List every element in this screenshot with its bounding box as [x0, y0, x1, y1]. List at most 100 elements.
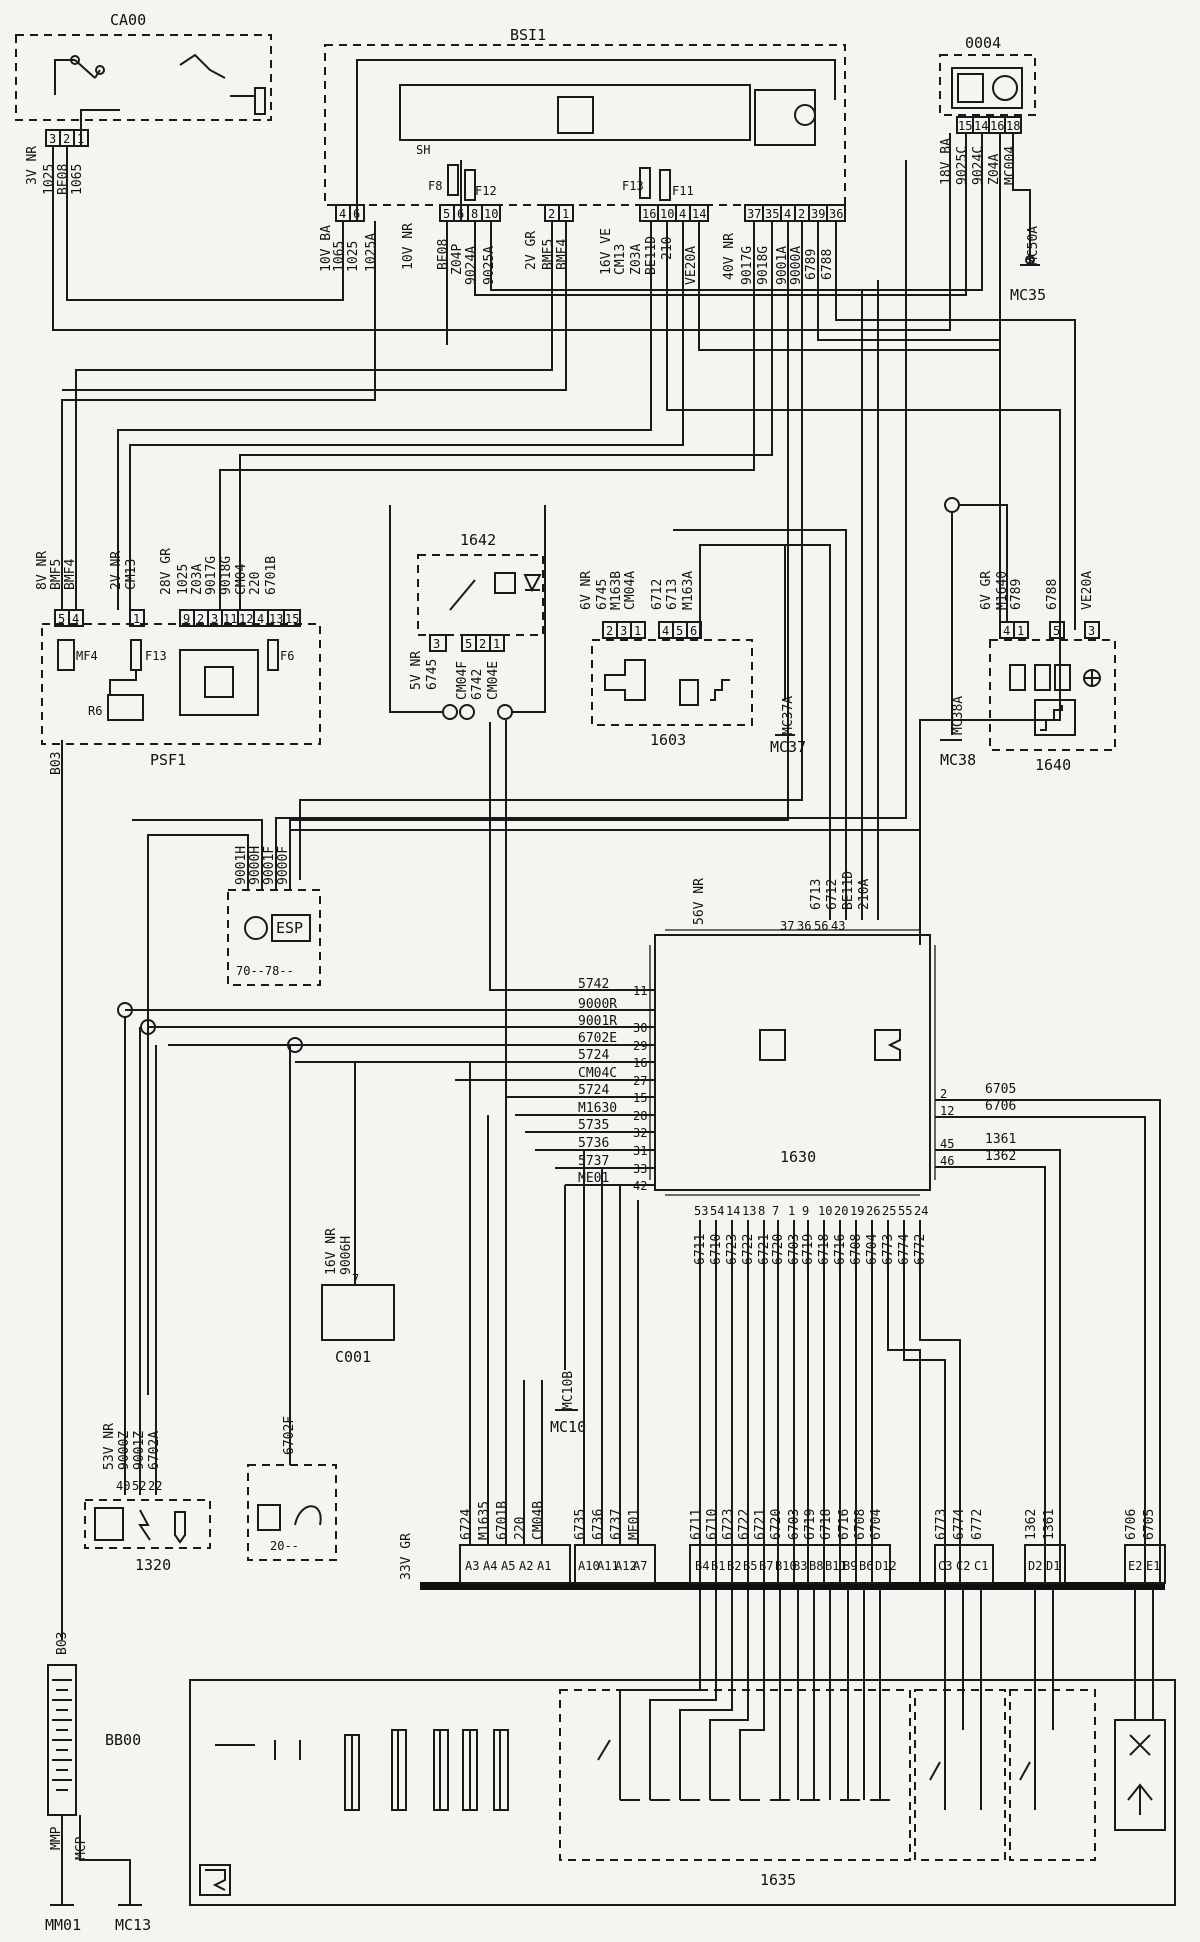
psf1-box: [41, 623, 321, 745]
svg-text:4: 4: [784, 207, 791, 221]
svg-text:CM04E: CM04E: [486, 661, 501, 700]
svg-text:MC37A: MC37A: [781, 696, 796, 735]
svg-text:E2: E2: [1128, 1559, 1142, 1573]
svg-text:B6: B6: [859, 1559, 873, 1573]
svg-text:6708: 6708: [853, 1509, 868, 1540]
svg-text:3: 3: [620, 624, 627, 638]
c1635-conn-d: D2 D1 1362 1361: [1024, 1509, 1066, 1584]
svg-text:53V NR: 53V NR: [102, 1423, 117, 1470]
svg-text:210A: 210A: [857, 879, 872, 910]
svg-text:33V GR: 33V GR: [399, 1533, 414, 1580]
svg-text:5: 5: [58, 612, 65, 626]
psf1-label: PSF1: [150, 751, 186, 769]
svg-text:16: 16: [633, 1056, 647, 1070]
svg-text:6701B: 6701B: [495, 1501, 510, 1540]
psf-relay-icon: [107, 694, 144, 721]
svg-text:B03: B03: [49, 752, 64, 775]
svg-text:36: 36: [829, 207, 843, 221]
svg-text:6742: 6742: [470, 669, 485, 700]
svg-text:37: 37: [747, 207, 761, 221]
svg-text:A2: A2: [519, 1559, 533, 1573]
svg-text:6745: 6745: [425, 659, 440, 690]
svg-text:3: 3: [1088, 624, 1095, 638]
svg-text:5: 5: [1053, 624, 1060, 638]
mc10-label: MC10: [550, 1418, 586, 1436]
c1635-wires-down: [619, 1590, 1154, 1810]
svg-text:6788: 6788: [820, 249, 835, 280]
svg-text:37: 37: [780, 919, 794, 933]
svg-text:53: 53: [694, 1204, 708, 1218]
svg-text:6713: 6713: [665, 579, 680, 610]
svg-text:6721: 6721: [753, 1509, 768, 1540]
svg-text:2: 2: [940, 1087, 947, 1101]
svg-text:20: 20: [834, 1204, 848, 1218]
svg-text:6789: 6789: [1009, 579, 1024, 610]
svg-text:BMF4: BMF4: [63, 559, 78, 590]
svg-text:9001R: 9001R: [578, 1014, 617, 1029]
svg-text:8: 8: [758, 1204, 765, 1218]
svg-text:VE20A: VE20A: [684, 246, 699, 285]
svg-text:14: 14: [692, 207, 706, 221]
svg-text:D12: D12: [875, 1559, 897, 1573]
svg-text:9: 9: [183, 612, 190, 626]
relay-switch-icon: [449, 579, 476, 611]
svg-text:6745: 6745: [595, 579, 610, 610]
svg-text:1025A: 1025A: [364, 233, 379, 272]
staircase-icon: [710, 679, 730, 701]
svg-text:1: 1: [1017, 624, 1024, 638]
svg-text:6706: 6706: [1124, 1509, 1139, 1540]
r1642-pins: 3 5 2 1: [429, 634, 505, 652]
svg-text:9001F: 9001F: [262, 846, 277, 885]
svg-text:A3: A3: [465, 1559, 479, 1573]
c1630-right-wires: [935, 1099, 1161, 1585]
svg-text:6704: 6704: [869, 1509, 884, 1540]
svg-text:9025C: 9025C: [955, 146, 970, 185]
svg-text:16V VE: 16V VE: [599, 228, 614, 275]
svg-text:1025: 1025: [346, 241, 361, 272]
svg-text:C3: C3: [938, 1559, 952, 1573]
diode-icon: [523, 574, 542, 593]
svg-text:10V NR: 10V NR: [401, 223, 416, 270]
svg-text:E1: E1: [1146, 1559, 1160, 1573]
svg-text:1361: 1361: [1042, 1509, 1057, 1540]
svg-text:M163A: M163A: [681, 571, 696, 610]
svg-text:3: 3: [211, 612, 218, 626]
r1642-label: 1642: [460, 531, 496, 549]
svg-text:9000F: 9000F: [276, 846, 291, 885]
ca00-label: CA00: [110, 11, 146, 29]
ecu-chip-icon: [759, 1029, 786, 1061]
svg-text:9000R: 9000R: [578, 997, 617, 1012]
mm01-label: MM01: [45, 1916, 81, 1934]
antenna-icon: [1127, 1783, 1153, 1815]
svg-text:6710: 6710: [705, 1509, 720, 1540]
svg-text:B5: B5: [743, 1559, 757, 1573]
svg-text:6705: 6705: [985, 1082, 1016, 1097]
sensor-x-icon: [1129, 1734, 1151, 1756]
c1630-bottom-pins: 53 54 14 13 8 7 1 9 10 20 19 26 25 55 24: [694, 1204, 928, 1218]
mc35-label: MC35: [1010, 286, 1046, 304]
svg-text:13: 13: [269, 612, 283, 626]
svg-text:31: 31: [633, 1144, 647, 1158]
svg-text:16V NR: 16V NR: [324, 1228, 339, 1275]
svg-text:2: 2: [548, 207, 555, 221]
svg-text:6V GR: 6V GR: [979, 571, 994, 610]
relay-coil-icon: [494, 572, 516, 594]
svg-text:2: 2: [798, 207, 805, 221]
c1635-labels-b: 6711 6710 6723 6722 6721 6720 6703 6719 …: [689, 1509, 884, 1540]
svg-text:9017G: 9017G: [204, 556, 219, 595]
bsi1-fuses: F8 F12 F13 F11 SH: [416, 143, 694, 201]
c1603-box: [591, 639, 753, 726]
svg-text:BMF4: BMF4: [555, 239, 570, 270]
c1640-box: [989, 639, 1116, 751]
svg-text:2: 2: [479, 637, 486, 651]
svg-text:14: 14: [974, 119, 988, 133]
svg-text:B11: B11: [825, 1559, 847, 1573]
auto-gearbox-icon: [199, 1864, 231, 1896]
c1640-pins: 4 1 5 3: [999, 621, 1100, 639]
svg-text:4: 4: [679, 207, 686, 221]
svg-text:6712: 6712: [825, 879, 840, 910]
svg-text:MCP: MCP: [74, 1836, 89, 1860]
svg-text:19: 19: [850, 1204, 864, 1218]
mc37-label: MC37: [770, 738, 806, 756]
